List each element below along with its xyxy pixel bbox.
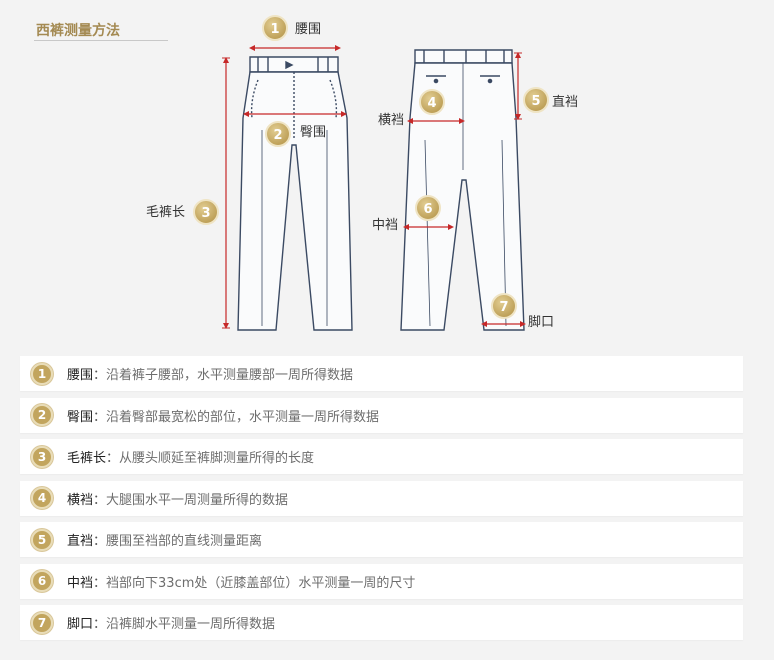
callout-knee: 6 中裆 bbox=[372, 195, 441, 233]
list-item-waist: 1 腰围 ： 沿着裤子腰部，水平测量腰部一周所得数据 bbox=[20, 356, 743, 391]
callout-badge bbox=[523, 87, 549, 113]
number-badge: 6 bbox=[31, 570, 53, 592]
item-term: 毛裤长 bbox=[67, 451, 107, 466]
callout-number: 3 bbox=[201, 206, 210, 221]
list-item-knee: 6 中裆 ： 裆部向下33cm处（近膝盖部位）水平测量一周的尺寸 bbox=[20, 563, 743, 599]
callout-badge bbox=[193, 199, 219, 225]
item-separator: ： bbox=[93, 617, 107, 632]
callout-number: 5 bbox=[531, 94, 540, 109]
item-term: 横裆 bbox=[67, 492, 94, 508]
trousers-measurement-diagram: 1 腰围 2 臀围 毛裤长 3 4 横裆 5 直裆 6 中裆 7 脚口 bbox=[146, 15, 578, 331]
callout-rise: 5 直裆 bbox=[523, 87, 578, 113]
number-badge: 7 bbox=[31, 611, 53, 634]
callout-number: 4 bbox=[427, 96, 436, 111]
item-separator: ： bbox=[93, 409, 107, 425]
number-badge: 4 bbox=[31, 487, 53, 509]
callout-label-knee: 中裆 bbox=[372, 218, 398, 233]
item-description: 从腰头顺延至裤脚测量所得的长度 bbox=[119, 451, 315, 466]
callout-label-waist: 腰围 bbox=[295, 22, 321, 37]
item-description: 沿着臀部最宽松的部位，水平测量一周所得数据 bbox=[106, 409, 380, 425]
item-separator: ： bbox=[106, 451, 120, 466]
item-description: 腰围至裆部的直线测量距离 bbox=[106, 534, 263, 549]
callout-label-thigh: 横裆 bbox=[378, 113, 404, 128]
item-description: 沿着裤子腰部，水平测量腰部一周所得数据 bbox=[106, 368, 354, 383]
item-separator: ： bbox=[93, 368, 107, 383]
callout-number: 6 bbox=[423, 202, 432, 217]
measurement-list: 1 腰围 ： 沿着裤子腰部，水平测量腰部一周所得数据 2 臀围 ： 沿着臀部最宽… bbox=[20, 356, 743, 647]
item-separator: ： bbox=[93, 492, 107, 508]
callout-number: 2 bbox=[273, 128, 282, 143]
measurement-lines bbox=[222, 45, 526, 329]
number-badge: 2 bbox=[31, 404, 53, 426]
front-trousers-illustration bbox=[237, 56, 353, 331]
item-term: 臀围 bbox=[67, 409, 94, 425]
item-term: 腰围 bbox=[67, 368, 94, 383]
callout-badge bbox=[262, 15, 288, 41]
callout-waist: 1 腰围 bbox=[262, 15, 321, 41]
callout-label-hip: 臀围 bbox=[300, 125, 326, 140]
list-item-hem: 7 脚口 ： 沿裤脚水平测量一周所得数据 bbox=[20, 605, 743, 640]
back-trousers-illustration bbox=[400, 49, 525, 331]
list-item-rise: 5 直裆 ： 腰围至裆部的直线测量距离 bbox=[20, 522, 743, 557]
list-item-thigh: 4 横裆 ： 大腿围水平一周测量所得的数据 bbox=[20, 480, 743, 516]
item-separator: ： bbox=[93, 534, 107, 549]
callout-label-hem: 脚口 bbox=[528, 314, 554, 330]
item-term: 直裆 bbox=[67, 534, 94, 549]
item-description: 沿裤脚水平测量一周所得数据 bbox=[106, 617, 276, 632]
callout-hip: 2 臀围 bbox=[265, 121, 326, 147]
item-description: 大腿围水平一周测量所得的数据 bbox=[106, 492, 289, 508]
callout-number: 1 bbox=[270, 22, 279, 37]
callout-badge bbox=[419, 89, 445, 115]
callout-badge bbox=[265, 121, 291, 147]
callout-label-length: 毛裤长 bbox=[146, 205, 185, 220]
callout-thigh: 4 横裆 bbox=[378, 89, 445, 128]
list-item-hip: 2 臀围 ： 沿着臀部最宽松的部位，水平测量一周所得数据 bbox=[20, 397, 743, 433]
number-badge: 3 bbox=[31, 445, 53, 468]
item-separator: ： bbox=[93, 575, 107, 591]
callout-length: 毛裤长 3 bbox=[146, 199, 219, 225]
callout-hem: 7 脚口 bbox=[491, 293, 554, 330]
item-description: 裆部向下33cm处（近膝盖部位）水平测量一周的尺寸 bbox=[106, 575, 416, 591]
callout-badge bbox=[491, 293, 517, 319]
callout-badge bbox=[415, 195, 441, 221]
item-term: 脚口 bbox=[67, 617, 94, 632]
item-term: 中裆 bbox=[67, 575, 94, 591]
number-badge: 5 bbox=[31, 528, 53, 551]
callout-label-rise: 直裆 bbox=[552, 95, 578, 110]
title-divider bbox=[34, 40, 168, 41]
list-item-length: 3 毛裤长 ： 从腰头顺延至裤脚测量所得的长度 bbox=[20, 439, 743, 474]
page-title: 西裤测量方法 bbox=[36, 23, 120, 39]
number-badge: 1 bbox=[31, 362, 53, 385]
callout-number: 7 bbox=[499, 300, 508, 315]
